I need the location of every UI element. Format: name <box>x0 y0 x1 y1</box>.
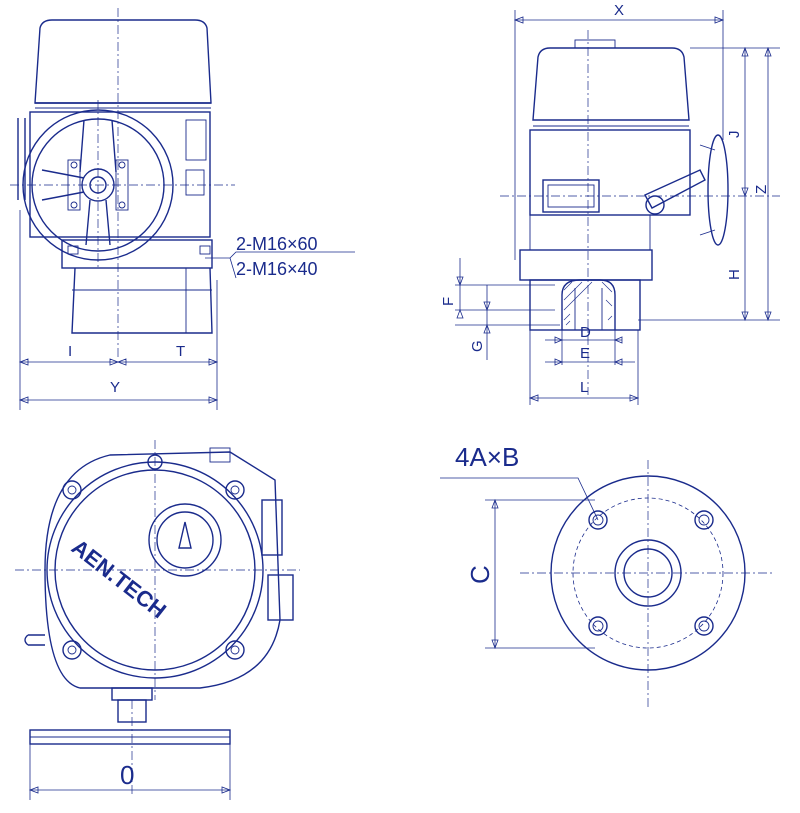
dim-d: D <box>580 324 591 341</box>
handwheel-side <box>644 134 729 246</box>
dim-t: T <box>176 343 185 360</box>
flange-view: 4A×B C <box>440 442 775 710</box>
dim-o: 0 <box>120 760 134 790</box>
dim-f: F <box>440 297 457 306</box>
dim-c: C <box>465 565 495 584</box>
dim-j: J <box>726 131 743 139</box>
bolt-note-1: 2-M16×60 <box>236 234 318 254</box>
dim-e: E <box>580 345 590 362</box>
dim-y: Y <box>110 379 120 396</box>
dim-x: X <box>614 2 624 19</box>
top-view: AEN.TECH 0 <box>15 440 300 800</box>
dim-i: I <box>68 343 72 360</box>
dim-g: G <box>469 340 486 352</box>
front-view: 2-M16×60 2-M16×40 I T Y <box>10 8 355 410</box>
dim-l: L <box>580 379 588 396</box>
side-view: X J Z H F G D E <box>440 2 780 405</box>
bolt-hole-note: 4A×B <box>455 442 519 472</box>
bolt-note-2: 2-M16×40 <box>236 259 318 279</box>
dim-z: Z <box>753 185 770 194</box>
dim-h: H <box>726 269 743 280</box>
